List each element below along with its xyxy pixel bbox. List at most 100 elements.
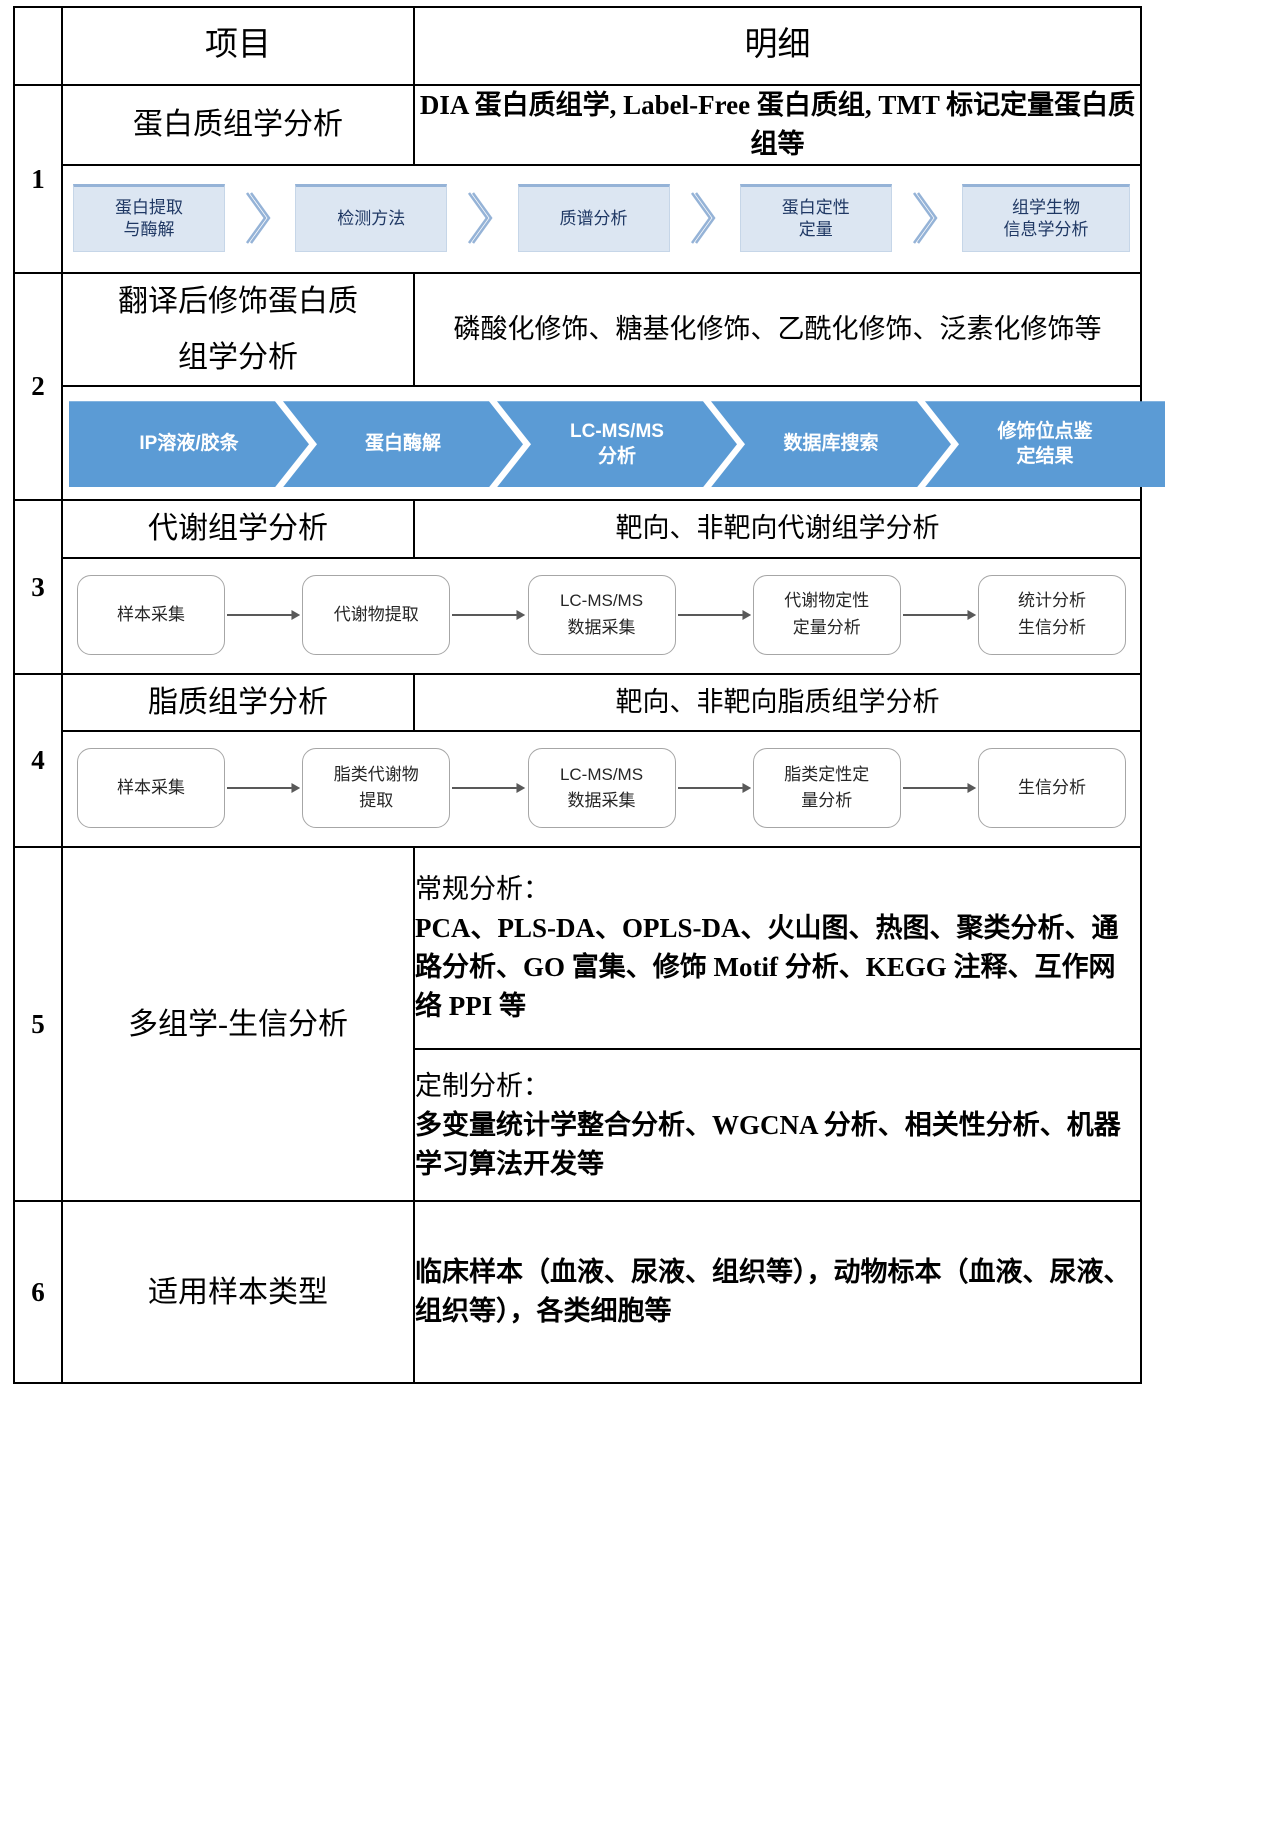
table-row-1-top: 1 蛋白质组学分析 DIA 蛋白质组学, Label-Free 蛋白质组, TM… bbox=[13, 83, 1142, 275]
chevron-divider-icon bbox=[467, 190, 497, 246]
flow-step-label: IP溶液/胶条 bbox=[139, 433, 239, 455]
flow-step-label: 数据库搜索 bbox=[783, 433, 879, 455]
flow-step-label: 修饰位点鉴定结果 bbox=[997, 420, 1093, 468]
flow-step-label: 代谢物定性定量分析 bbox=[784, 591, 870, 637]
arrow-connector-icon bbox=[902, 609, 976, 621]
spec-table: 项目 明细 1 蛋白质组学分析 DIA 蛋白质组学, Label-Free 蛋白… bbox=[13, 6, 1165, 1385]
row-number-2: 2 bbox=[13, 272, 63, 502]
table-row-2-top: 2 翻译后修饰蛋白质组学分析 磷酸化修饰、糖基化修饰、乙酰化修饰、泛素化修饰等 bbox=[13, 272, 1142, 502]
flow-step-box: 蛋白定性定量 bbox=[739, 184, 892, 253]
flow-step-label: 脂类定性定量分析 bbox=[784, 764, 870, 811]
row-item-1: 蛋白质组学分析 bbox=[61, 83, 415, 167]
arrow-connector-icon bbox=[452, 782, 526, 794]
flow-step-box: 检测方法 bbox=[295, 184, 448, 253]
table-row-5-custom: 定制分析： 多变量统计学整合分析、WGCNA 分析、相关性分析、机器学习算法开发… bbox=[14, 1048, 1142, 1203]
flow-step-label: 蛋白酶解 bbox=[364, 433, 441, 455]
flow-step-label: 检测方法 bbox=[337, 209, 406, 229]
row-item-5: 多组学-生信分析 bbox=[61, 846, 415, 1203]
header-cell-number bbox=[13, 6, 63, 86]
row-number-4: 4 bbox=[13, 672, 63, 849]
flow-step-box: 生信分析 bbox=[978, 748, 1126, 829]
row-number-5: 5 bbox=[13, 846, 63, 1203]
row-item-6: 适用样本类型 bbox=[61, 1200, 415, 1385]
flow-step-label: 组学生物信息学分析 bbox=[1003, 198, 1089, 240]
flow-step-box: 脂类代谢物提取 bbox=[302, 748, 451, 829]
row-number-6: 6 bbox=[13, 1200, 63, 1385]
row-item-2: 翻译后修饰蛋白质组学分析 bbox=[61, 272, 415, 388]
detail-lead-label: 定制分析： bbox=[415, 1070, 550, 1101]
row-detail-5-regular: 常规分析： PCA、PLS-DA、OPLS-DA、火山图、热图、聚类分析、通路分… bbox=[413, 846, 1142, 1051]
flow-step-label: 脂类代谢物提取 bbox=[333, 764, 419, 811]
flow-step-label: 蛋白定性定量 bbox=[781, 198, 850, 240]
detail-body-text: 临床样本（血液、尿液、组织等），动物标本（血液、尿液、组织等），各类细胞等 bbox=[415, 1257, 1131, 1327]
row-detail-2: 磷酸化修饰、糖基化修饰、乙酰化修饰、泛素化修饰等 bbox=[413, 272, 1142, 388]
table-row-6: 6 适用样本类型 临床样本（血液、尿液、组织等），动物标本（血液、尿液、组织等）… bbox=[13, 1200, 1142, 1385]
detail-lead-label: 常规分析： bbox=[415, 874, 550, 904]
flow-step-label: 样本采集 bbox=[117, 604, 185, 624]
flow-step-label: 样本采集 bbox=[117, 778, 185, 798]
flow-step-label: 统计分析生信分析 bbox=[1018, 591, 1086, 637]
flow-step-box: 组学生物信息学分析 bbox=[962, 184, 1130, 253]
detail-body-text: 多变量统计学整合分析、WGCNA 分析、相关性分析、机器学习算法开发等 bbox=[415, 1109, 1121, 1179]
arrow-connector-icon bbox=[902, 782, 976, 794]
flow-step-arrow: 蛋白酶解 bbox=[283, 401, 523, 488]
flow-step-arrow: 修饰位点鉴定结果 bbox=[925, 401, 1165, 488]
table-row-4-top: 4 脂质组学分析 靶向、非靶向脂质组学分析 bbox=[13, 672, 1142, 849]
flow-step-arrow: 数据库搜索 bbox=[711, 401, 951, 488]
flow-step-box: 代谢物定性定量分析 bbox=[752, 574, 901, 655]
table-row-5-regular: 5 多组学-生信分析 常规分析： PCA、PLS-DA、OPLS-DA、火山图、… bbox=[13, 846, 1142, 1203]
row-item-4: 脂质组学分析 bbox=[61, 672, 415, 733]
row-detail-1: DIA 蛋白质组学, Label-Free 蛋白质组, TMT 标记定量蛋白质组… bbox=[413, 83, 1142, 167]
flow-step-box: 样本采集 bbox=[77, 574, 225, 655]
row-item-3: 代谢组学分析 bbox=[61, 499, 415, 559]
flow-step-box: 统计分析生信分析 bbox=[978, 574, 1126, 655]
arrow-connector-icon bbox=[677, 609, 751, 621]
flow-step-label: 生信分析 bbox=[1018, 778, 1086, 798]
row-number-1: 1 bbox=[13, 83, 63, 275]
arrow-connector-icon bbox=[452, 609, 526, 621]
flow-step-label: 蛋白提取与酶解 bbox=[115, 198, 183, 240]
row-detail-5-custom: 定制分析： 多变量统计学整合分析、WGCNA 分析、相关性分析、机器学习算法开发… bbox=[413, 1048, 1142, 1203]
flow-diagram-1: 蛋白提取与酶解 检测方法 质谱分析 蛋白定性定量 bbox=[61, 164, 1142, 275]
arrow-connector-icon bbox=[227, 782, 301, 794]
row-detail-4: 靶向、非靶向脂质组学分析 bbox=[413, 672, 1142, 733]
arrow-connector-icon bbox=[227, 609, 301, 621]
row-detail-3: 靶向、非靶向代谢组学分析 bbox=[413, 499, 1142, 559]
chevron-divider-icon bbox=[245, 190, 275, 246]
flow-pale-chain-1: 蛋白提取与酶解 检测方法 质谱分析 蛋白定性定量 bbox=[63, 166, 1140, 272]
document-page: 项目 明细 1 蛋白质组学分析 DIA 蛋白质组学, Label-Free 蛋白… bbox=[0, 6, 1279, 1827]
flow-step-box: 质谱分析 bbox=[517, 184, 670, 253]
header-cell-item: 项目 bbox=[61, 6, 415, 86]
row-detail-6: 临床样本（血液、尿液、组织等），动物标本（血液、尿液、组织等），各类细胞等 bbox=[413, 1200, 1142, 1385]
arrow-connector-icon bbox=[677, 782, 751, 794]
chevron-divider-icon bbox=[912, 190, 942, 246]
flow-step-arrow: IP溶液/胶条 bbox=[69, 401, 309, 488]
table-row-3-top: 3 代谢组学分析 靶向、非靶向代谢组学分析 bbox=[13, 499, 1142, 675]
flow-step-box: 样本采集 bbox=[77, 748, 225, 829]
detail-body-text: PCA、PLS-DA、OPLS-DA、火山图、热图、聚类分析、通路分析、GO 富… bbox=[415, 913, 1119, 1022]
table-row-1-diagram: 蛋白提取与酶解 检测方法 质谱分析 蛋白定性定量 bbox=[14, 164, 1142, 275]
header-cell-detail: 明细 bbox=[413, 6, 1142, 86]
flow-step-box: 脂类定性定量分析 bbox=[752, 748, 901, 829]
table-header-row: 项目 明细 bbox=[13, 6, 1142, 86]
flow-step-box: 代谢物提取 bbox=[302, 574, 451, 655]
flow-step-box: 蛋白提取与酶解 bbox=[73, 184, 225, 253]
row-number-3: 3 bbox=[13, 499, 63, 675]
chevron-divider-icon bbox=[690, 190, 720, 246]
